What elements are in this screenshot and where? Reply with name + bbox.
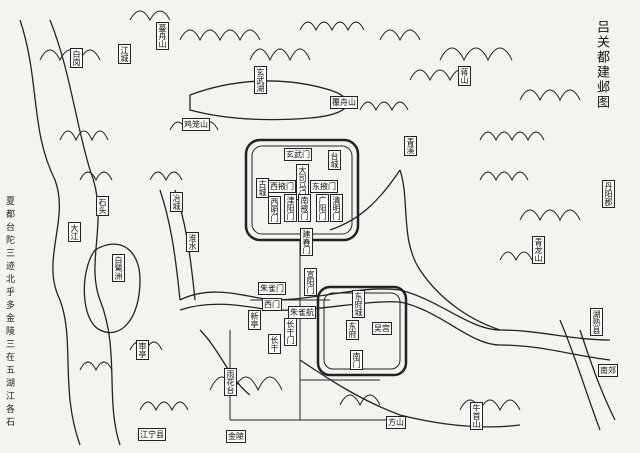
label-xuanwumen: 玄武门	[284, 148, 312, 161]
label-shitou: 石头	[96, 196, 109, 216]
label-huaishui: 淮水	[186, 232, 199, 252]
label-gongcheng4: 西掖门	[268, 180, 296, 193]
label-nanfu: 南郊	[598, 364, 618, 377]
label-dongfu-label: 东府	[346, 320, 359, 340]
label-zhuque2: 长干门	[284, 318, 297, 346]
label-jiangnan: 江宁县	[138, 428, 166, 441]
label-changgan: 长干	[268, 334, 281, 354]
map-title: 吕关都建邺图	[594, 20, 609, 110]
label-shenting: 审亭	[136, 340, 149, 360]
label-gongcheng3: 东掖门	[310, 180, 338, 193]
label-gongcheng9: 清明门	[330, 194, 343, 222]
label-dongfu: 东府城	[352, 290, 365, 318]
label-mushan: 蔓舟山	[156, 22, 169, 50]
label-xuanwuhu: 玄武湖	[254, 66, 267, 94]
label-gucheng: 古城	[256, 178, 269, 198]
label-tengcheng: 冶城	[170, 192, 183, 212]
label-tai: 台城	[328, 150, 341, 170]
label-fushan: 覆舟山	[330, 96, 358, 109]
label-jinghu: 湖熟县	[590, 308, 603, 336]
label-yuhua: 雨花台	[224, 368, 237, 396]
label-gongcheng2: 南掖门	[298, 194, 311, 222]
label-jishan: 鸡笼山	[182, 118, 210, 131]
label-gaoshan: 蒋山	[458, 66, 471, 86]
label-baijiang: 白岗	[70, 48, 83, 68]
label-qiaolu: 青龙山	[532, 236, 545, 264]
label-gongcheng10: 西明门	[268, 196, 281, 224]
label-gongcheng7: 津阳门	[284, 194, 297, 222]
label-jinling: 金陵	[226, 430, 246, 443]
label-gongcheng5: 宣阳门	[304, 268, 317, 296]
label-jiangcheng: 江城	[118, 44, 131, 64]
label-gongcheng8: 广阳门	[316, 194, 329, 222]
label-dongfu-gate: 南门	[350, 350, 363, 370]
label-wuguo: 吴宫	[372, 322, 392, 335]
label-danyang: 丹阳郡	[602, 180, 615, 208]
label-baiyanzhou: 白鹭洲	[112, 254, 125, 282]
label-fang: 方山	[386, 416, 406, 429]
label-xinting: 新亭	[248, 310, 261, 330]
label-gongcheng6: 建春门	[300, 228, 313, 256]
label-ximen: 西门	[262, 298, 282, 311]
label-qinghuai: 青溪	[404, 136, 417, 156]
label-niushou: 牛首山	[470, 402, 483, 430]
label-fuqiao: 朱雀门	[258, 282, 286, 295]
left-margin-text: 夏都台陀三迹北乎多金陵三在五湖江各石	[4, 196, 14, 430]
label-zhuque: 朱雀航	[288, 306, 316, 319]
label-dajiang: 大江	[68, 222, 81, 242]
